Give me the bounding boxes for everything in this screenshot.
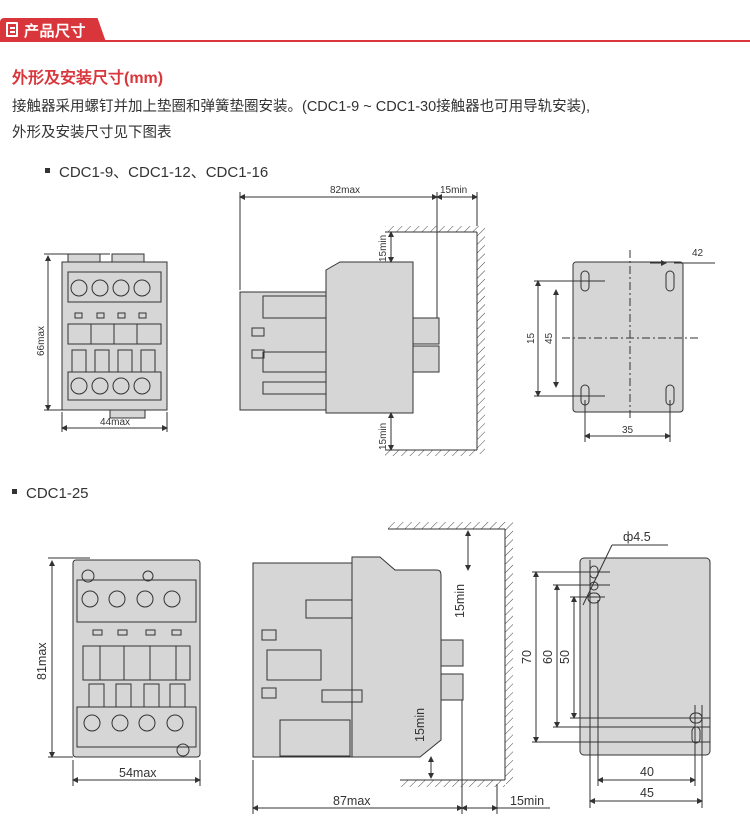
front-view-2: [48, 557, 201, 786]
mount-view-2: [532, 544, 711, 808]
dimensions-title: 外形及安装尺寸(mm): [12, 70, 164, 87]
dim-clear-side-1: 15min: [440, 185, 467, 196]
dim-mount-w2-2: 45: [640, 786, 654, 800]
dim-width-2: 54max: [119, 766, 157, 780]
side-view-1: [239, 192, 485, 456]
header-divider: [0, 40, 750, 42]
dim-mount-h3-2: 50: [558, 650, 572, 664]
dim-clear-side-2: 15min: [510, 794, 544, 808]
dim-mount-w1-2: 40: [640, 765, 654, 779]
dim-height-1: 66max: [36, 326, 47, 356]
side-view-2: [252, 522, 550, 814]
dim-depth-1: 82max: [330, 185, 360, 196]
dim-width-1: 44max: [100, 417, 130, 428]
mount-view-1: [534, 250, 715, 442]
dim-mount-h2-1: 45: [544, 332, 555, 344]
dim-height-2: 81max: [35, 642, 49, 680]
dim-clear-top-2: 15min: [453, 584, 467, 618]
dim-mount-w-1: 35: [622, 425, 634, 436]
dim-clear-top-1: 15min: [378, 235, 389, 262]
dim-mount-h1-2: 70: [520, 650, 534, 664]
model-heading-2: CDC1-25: [12, 485, 89, 502]
dim-depth-2: 87max: [333, 794, 371, 808]
model-heading-1: CDC1-9、CDC1-12、CDC1-16: [45, 161, 268, 182]
description-line-1: 接触器采用螺钉并加上垫圈和弹簧垫圈安装。(CDC1-9 ~ CDC1-30接触器…: [12, 99, 591, 115]
dim-clear-bottom-1: 15min: [378, 423, 389, 450]
description-line-2: 外形及安装尺寸见下图表: [12, 125, 172, 141]
dim-mount-offset-1: 42: [692, 248, 704, 259]
dim-mount-h1-1: 15: [526, 332, 537, 344]
front-view-1: [44, 253, 168, 432]
document-icon: [6, 22, 18, 37]
section-header-title: 产品尺寸: [24, 23, 87, 40]
dim-mount-h2-2: 60: [541, 650, 555, 664]
dim-hole-2: ф4.5: [623, 530, 651, 544]
dim-clear-bottom-2: 15min: [413, 708, 427, 742]
